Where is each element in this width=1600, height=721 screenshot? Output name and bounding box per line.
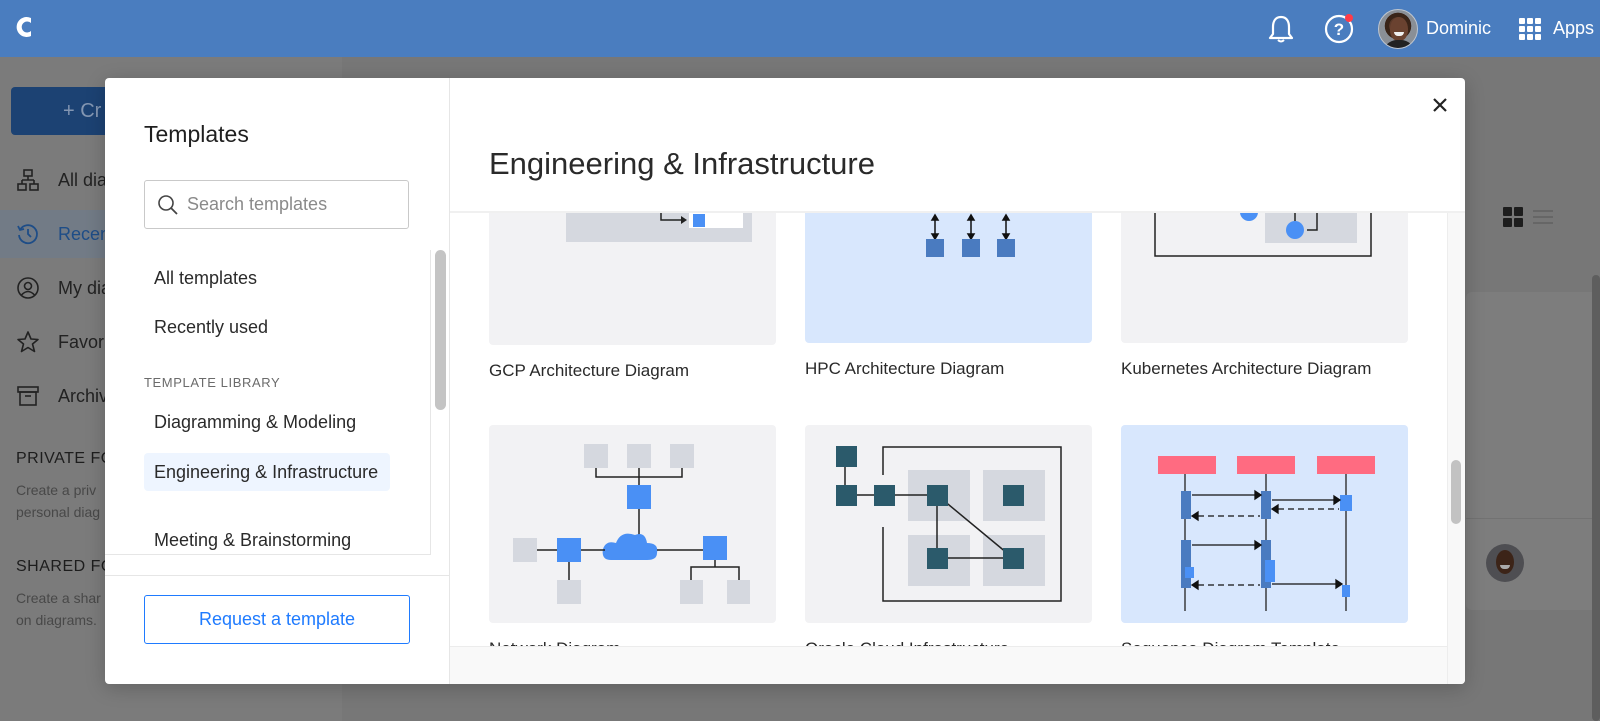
sidebar-item-my-diagrams[interactable]: My dia — [0, 264, 342, 312]
archive-icon — [17, 386, 39, 406]
sidebar-item-label: Recen — [58, 223, 111, 244]
template-thumbnail[interactable] — [1121, 212, 1408, 343]
nav-item-engineering-infrastructure[interactable]: Engineering & Infrastructure — [144, 453, 390, 491]
sidebar-item-archive[interactable]: Archiv — [0, 372, 342, 420]
background-scrollbar — [1592, 275, 1600, 721]
view-toggle — [1503, 207, 1553, 227]
apps-button[interactable]: Apps — [1552, 18, 1594, 38]
avatar — [1486, 544, 1524, 582]
private-folders-title: PRIVATE FO — [16, 450, 114, 467]
user-circle-icon — [17, 277, 39, 299]
list-view-icon[interactable] — [1533, 207, 1553, 227]
templates-scrollbar-track[interactable] — [1447, 212, 1465, 684]
hpc-diagram-preview — [926, 213, 1015, 257]
categories-scrollbar[interactable] — [435, 250, 446, 410]
search-field[interactable] — [144, 180, 409, 229]
template-name[interactable]: Sequence Diagram Template — [1121, 639, 1408, 646]
templates-content: Engineering & Infrastructure GCP Arc — [450, 78, 1465, 684]
sidebar-item-all-diagrams[interactable]: All dia — [0, 156, 342, 204]
svg-text:?: ? — [1334, 20, 1344, 39]
bell-icon[interactable] — [1264, 12, 1298, 46]
template-categories-list: All templates Recently used TEMPLATE LIB… — [105, 250, 431, 555]
notification-dot — [1344, 13, 1353, 22]
sidebar-item-label: All dia — [58, 169, 108, 190]
apps-grid-icon[interactable] — [1518, 17, 1541, 40]
close-icon[interactable] — [1430, 95, 1450, 115]
templates-scrollbar-thumb[interactable] — [1451, 460, 1461, 524]
template-card[interactable]: HPC Architecture Diagram — [805, 212, 1092, 379]
sequence-diagram-preview — [1158, 456, 1375, 611]
modal-title: Templates — [144, 121, 249, 147]
diagram-tree-icon — [17, 169, 39, 191]
templates-modal: Templates All templates Recently used TE… — [105, 78, 1465, 684]
create-button-label: + Cr — [63, 99, 102, 122]
history-icon — [17, 224, 38, 245]
oracle-cloud-diagram-preview — [836, 446, 1062, 602]
nav-item-diagramming-modeling[interactable]: Diagramming & Modeling — [154, 412, 357, 432]
sidebar-item-label: Favor — [58, 331, 105, 352]
template-name[interactable]: GCP Architecture Diagram — [489, 361, 689, 380]
help-icon[interactable]: ? — [1322, 12, 1356, 46]
template-name[interactable]: Oracle Cloud Infrastructure — [805, 639, 1092, 646]
template-library-header: TEMPLATE LIBRARY — [144, 375, 281, 390]
nav-item-recently-used[interactable]: Recently used — [154, 317, 269, 337]
templates-grid: GCP Architecture Diagram — [450, 212, 1447, 646]
top-bar: ? Dominic Apps — [0, 0, 1600, 57]
template-thumbnail[interactable] — [1121, 425, 1408, 623]
grid-view-icon[interactable] — [1503, 207, 1523, 227]
template-thumbnail[interactable] — [489, 212, 776, 345]
network-diagram-preview — [513, 444, 750, 604]
avatar[interactable] — [1377, 8, 1418, 49]
template-thumbnail[interactable] — [805, 212, 1092, 343]
template-name[interactable]: Kubernetes Architecture Diagram — [1121, 359, 1372, 378]
request-template-button[interactable]: Request a template — [144, 595, 410, 644]
star-icon — [17, 331, 39, 353]
divider — [105, 575, 450, 576]
sidebar-item-favorites[interactable]: Favor — [0, 318, 342, 366]
kubernetes-diagram-preview — [1154, 212, 1372, 257]
template-name[interactable]: Network Diagram — [489, 639, 776, 646]
category-heading: Engineering & Infrastructure — [489, 146, 875, 181]
template-thumbnail[interactable] — [489, 425, 776, 623]
divider — [1466, 518, 1600, 519]
nav-item-all-templates[interactable]: All templates — [154, 268, 258, 288]
user-name[interactable]: Dominic — [1425, 18, 1491, 38]
templates-sidebar: Templates All templates Recently used TE… — [105, 78, 450, 684]
lucid-logo[interactable] — [12, 14, 34, 40]
gcp-diagram-preview — [513, 212, 752, 242]
sidebar-item-label: My dia — [58, 277, 112, 298]
template-name[interactable]: HPC Architecture Diagram — [805, 359, 1005, 378]
template-thumbnail[interactable] — [805, 425, 1092, 623]
template-card[interactable]: GCP Architecture Diagram — [489, 212, 776, 381]
template-card[interactable]: Network Diagram — [489, 425, 776, 646]
sidebar-item-label: Archiv — [58, 385, 109, 406]
search-input[interactable] — [187, 194, 407, 215]
grid-footer — [450, 646, 1447, 684]
template-card[interactable]: Kubernetes Architecture Diagram — [1121, 212, 1408, 379]
template-card[interactable]: Oracle Cloud Infrastructure — [805, 425, 1092, 646]
nav-item-meeting-brainstorming[interactable]: Meeting & Brainstorming — [154, 530, 352, 550]
search-icon — [158, 194, 178, 215]
divider — [450, 211, 1465, 213]
shared-folders-title: SHARED FO — [16, 558, 114, 575]
template-card[interactable]: Sequence Diagram Template — [1121, 425, 1408, 646]
